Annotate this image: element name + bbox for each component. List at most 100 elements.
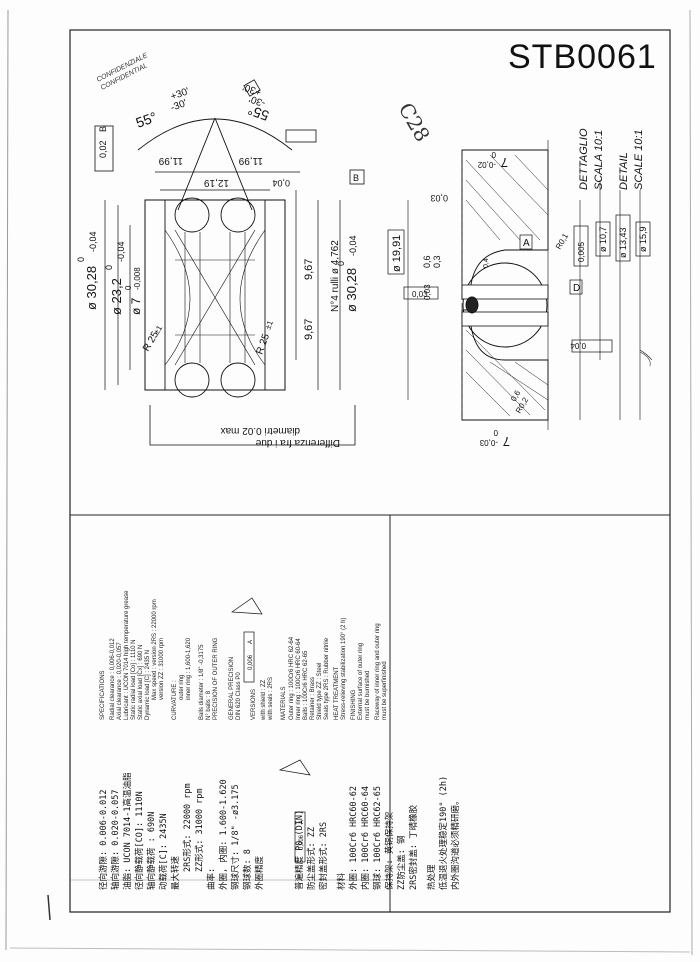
svg-text:防尘盖形式: ZZ: 防尘盖形式: ZZ [306, 827, 317, 890]
svg-text:A: A [248, 640, 254, 644]
svg-text:外圈, 内圈: 1.600-1.620: 外圈, 内圈: 1.600-1.620 [218, 779, 229, 890]
svg-text:0: 0 [493, 428, 498, 437]
raceway-lines [164, 229, 266, 366]
diff-note-1: Differenza fra i due [255, 437, 340, 448]
svg-text:-30': -30' [169, 98, 188, 114]
dim-d-inner-ring: ø 23,2 [109, 278, 124, 315]
svg-text:GENERAL PRECISION: GENERAL PRECISION [229, 657, 235, 720]
svg-text:内圈: 100Cr6 HRC60-64: 内圈: 100Cr6 HRC60-64 [360, 786, 371, 890]
diff-note-2: diametri 0.02 max [221, 425, 300, 436]
paper-edge-left [5, 9, 9, 951]
paper-edge-right [689, 9, 693, 956]
svg-text:0: 0 [76, 257, 86, 262]
ball-top-right [220, 197, 256, 233]
dim-w3: 12,19 [204, 177, 229, 188]
svg-text:Lubricant : UCON 7014 high tem: Lubricant : UCON 7014 high temperature g… [124, 590, 130, 720]
svg-text:DIN 620 Class P0: DIN 620 Class P0 [236, 672, 242, 720]
drawing-code: STB0061 [508, 38, 657, 76]
svg-text:with seals : 2RS: with seals : 2RS [268, 677, 274, 721]
svg-text:outer ring: outer ring [179, 675, 185, 700]
dim-107: ø 10,7 [598, 226, 608, 252]
detail-ball [462, 262, 548, 348]
svg-text:PRECISION OF OUTER RING: PRECISION OF OUTER RING [213, 637, 219, 720]
svg-text:Retainer : Brass: Retainer : Brass [310, 677, 316, 720]
svg-text:must be superfinished: must be superfinished [382, 661, 388, 720]
svg-text:0,03: 0,03 [412, 290, 428, 299]
angle-right-label: 55° [246, 102, 271, 124]
drawing-border [69, 29, 671, 913]
svg-text:-30': -30' [248, 93, 267, 109]
ball-bottom-right [220, 362, 256, 398]
svg-text:材料: 材料 [336, 872, 347, 890]
diff-bracket [149, 405, 356, 446]
dim-7-bottom: 7 [503, 434, 510, 449]
svg-text:轴向静载荷 : 690N: 轴向静载荷 : 690N [146, 812, 157, 890]
svg-text:保持架: 黄铜保持架: 保持架: 黄铜保持架 [384, 811, 395, 890]
dim-7-top: 7 [501, 155, 508, 170]
dim-balls: N°4 rulli ø 4,762 [330, 240, 341, 312]
svg-text:0,006: 0,006 [248, 654, 254, 670]
svg-text:Seals type 2RS : Rubber nitril: Seals type 2RS : Rubber nitrile [324, 637, 330, 720]
svg-text:低温退火处理稳定190° (2h): 低温退火处理稳定190° (2h) [438, 776, 449, 890]
svg-text:-0,04: -0,04 [88, 231, 98, 252]
left-view-labels: 55° +30' -30' 55° +30' -30' 11,99 11,99 … [76, 81, 359, 448]
svg-text:±1: ±1 [263, 319, 275, 331]
svg-text:油脂: UCON 7014-1高温油脂: 油脂: UCON 7014-1高温油脂 [122, 772, 133, 890]
svg-text:Balls : 100Cr6 HRC 62-65: Balls : 100Cr6 HRC 62-65 [303, 650, 309, 720]
tol-run: 0,04 [272, 178, 290, 188]
datum-frames: 0,02 B B [94, 79, 365, 185]
svg-text:CURVATURE :: CURVATURE : [172, 680, 178, 720]
margin-mark-left [47, 894, 51, 921]
dim-width-top: 9,67 [303, 259, 315, 280]
svg-text:外圈精度: 外圈精度 [254, 855, 265, 890]
angle-left-label: 55° [134, 109, 159, 131]
svg-text:A: A [299, 820, 305, 824]
dim-w1: 11,99 [158, 155, 183, 166]
detail-view [407, 140, 653, 430]
outer-contour [144, 199, 286, 391]
datum-d-label: D [573, 283, 580, 294]
svg-text:FINISHING: FINISHING [351, 689, 357, 720]
dim-159: ø 15,9 [638, 226, 648, 252]
dim-w2: 11,99 [238, 155, 263, 166]
scale-en-1: DETAIL [618, 152, 630, 190]
flatness-symbols [230, 597, 311, 863]
svg-text:-0,03: -0,03 [479, 438, 498, 447]
svg-text:Max speed : version 2RS : 2200: Max speed : version 2RS : 22000 rpm [152, 599, 158, 700]
datum-b-label: B [353, 173, 359, 183]
svg-text:0: 0 [336, 261, 346, 266]
tol-0005: 0,005 [577, 241, 586, 262]
reg-mark-right [639, 351, 651, 367]
svg-text:External surface of outer ring: External surface of outer ring [358, 643, 364, 720]
svg-text:0,006: 0,006 [299, 834, 305, 850]
svg-text:动载荷[C]: 2435N: 动载荷[C]: 2435N [158, 813, 169, 890]
svg-text:VERSIONS: VERSIONS [251, 689, 257, 720]
dim-1343: ø 13,43 [618, 227, 628, 258]
svg-text:外圈: 100Cr6 HRC60-62: 外圈: 100Cr6 HRC60-62 [348, 786, 359, 890]
svg-text:0,6: 0,6 [422, 255, 432, 268]
svg-text:普遍精度 P0 (DIN): 普遍精度 P0 (DIN) [294, 810, 305, 890]
ball-bottom-left [174, 362, 210, 398]
svg-text:0,03: 0,03 [423, 284, 432, 300]
svg-text:Radial clearance : 0,006-0,012: Radial clearance : 0,006-0,012 [110, 638, 116, 720]
svg-text:2RS形式: 22000 rpm: 2RS形式: 22000 rpm [182, 783, 193, 872]
dim-d-outer: ø 30,28 [84, 266, 99, 310]
svg-text:0: 0 [104, 265, 114, 270]
svg-text:径向静载荷[CO]: 1110N: 径向静载荷[CO]: 1110N [134, 791, 145, 890]
tol-par: 0,02 [98, 140, 108, 158]
svg-text:MATERIALS: MATERIALS [281, 686, 287, 720]
dim-width-bottom: 9,67 [303, 319, 315, 340]
svg-text:ZZ形式: 31000 rpm: ZZ形式: 31000 rpm [194, 788, 205, 872]
scale-en-2: SCALE 10:1 [633, 129, 645, 190]
datum-a-label: A [523, 238, 530, 249]
svg-text:-0,04: -0,04 [116, 241, 126, 262]
dim-d-bore: ø 7 [129, 297, 143, 315]
svg-text:N° balls : 8: N° balls : 8 [206, 690, 212, 720]
specs-cn: 径向游隙: 0.006-0.012 轴向游隙: 0.020-0.057 油脂: … [98, 772, 461, 890]
svg-text:钢球数: 8: 钢球数: 8 [242, 849, 253, 890]
svg-text:Static radial load [Co] : 1110: Static radial load [Co] : 1110 N [131, 640, 137, 721]
svg-text:B: B [98, 126, 108, 132]
svg-text:0,3: 0,3 [432, 255, 442, 268]
svg-text:轴向游隙: 0.020-0.057: 轴向游隙: 0.020-0.057 [110, 789, 121, 890]
